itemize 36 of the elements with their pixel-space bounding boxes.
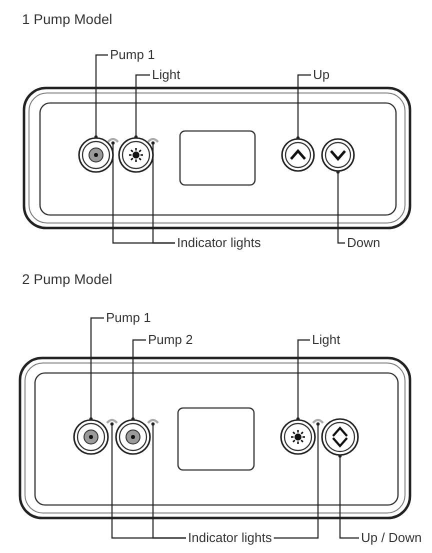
control-button [73, 419, 109, 455]
control-button [118, 137, 154, 173]
control-button [321, 138, 355, 172]
leader-line [338, 454, 359, 539]
leader-line [134, 74, 150, 139]
leader-line [89, 317, 104, 421]
section-heading: 1 Pump Model [22, 10, 112, 28]
indicator-light [312, 418, 324, 424]
callout-label: Pump 1 [110, 47, 155, 63]
callout-label: Indicator lights [188, 530, 272, 546]
callout-label: Down [347, 235, 380, 251]
leader-line [151, 141, 175, 244]
leader-line [274, 422, 320, 539]
section-heading: 2 Pump Model [22, 270, 112, 288]
callout-label: Light [312, 332, 340, 348]
leader-line [296, 74, 311, 140]
control-button [78, 137, 114, 173]
callout-label: Up / Down [361, 530, 422, 546]
indicator-light [147, 418, 159, 424]
leader-line [151, 422, 186, 539]
leader-line [296, 339, 310, 421]
leader-line [336, 170, 345, 244]
callout-label: Indicator lights [177, 235, 261, 251]
callout-label: Pump 1 [106, 310, 151, 326]
control-button [321, 418, 359, 456]
indicator-light [107, 137, 119, 143]
callout-label: Up [313, 67, 330, 83]
leader-line [131, 339, 146, 421]
control-button [280, 419, 316, 455]
control-button [115, 419, 151, 455]
indicator-light [106, 418, 118, 424]
leader-line [94, 54, 108, 139]
callout-label: Pump 2 [148, 332, 193, 348]
callout-label: Light [152, 67, 180, 83]
indicator-light [147, 137, 159, 143]
control-button [281, 138, 315, 172]
